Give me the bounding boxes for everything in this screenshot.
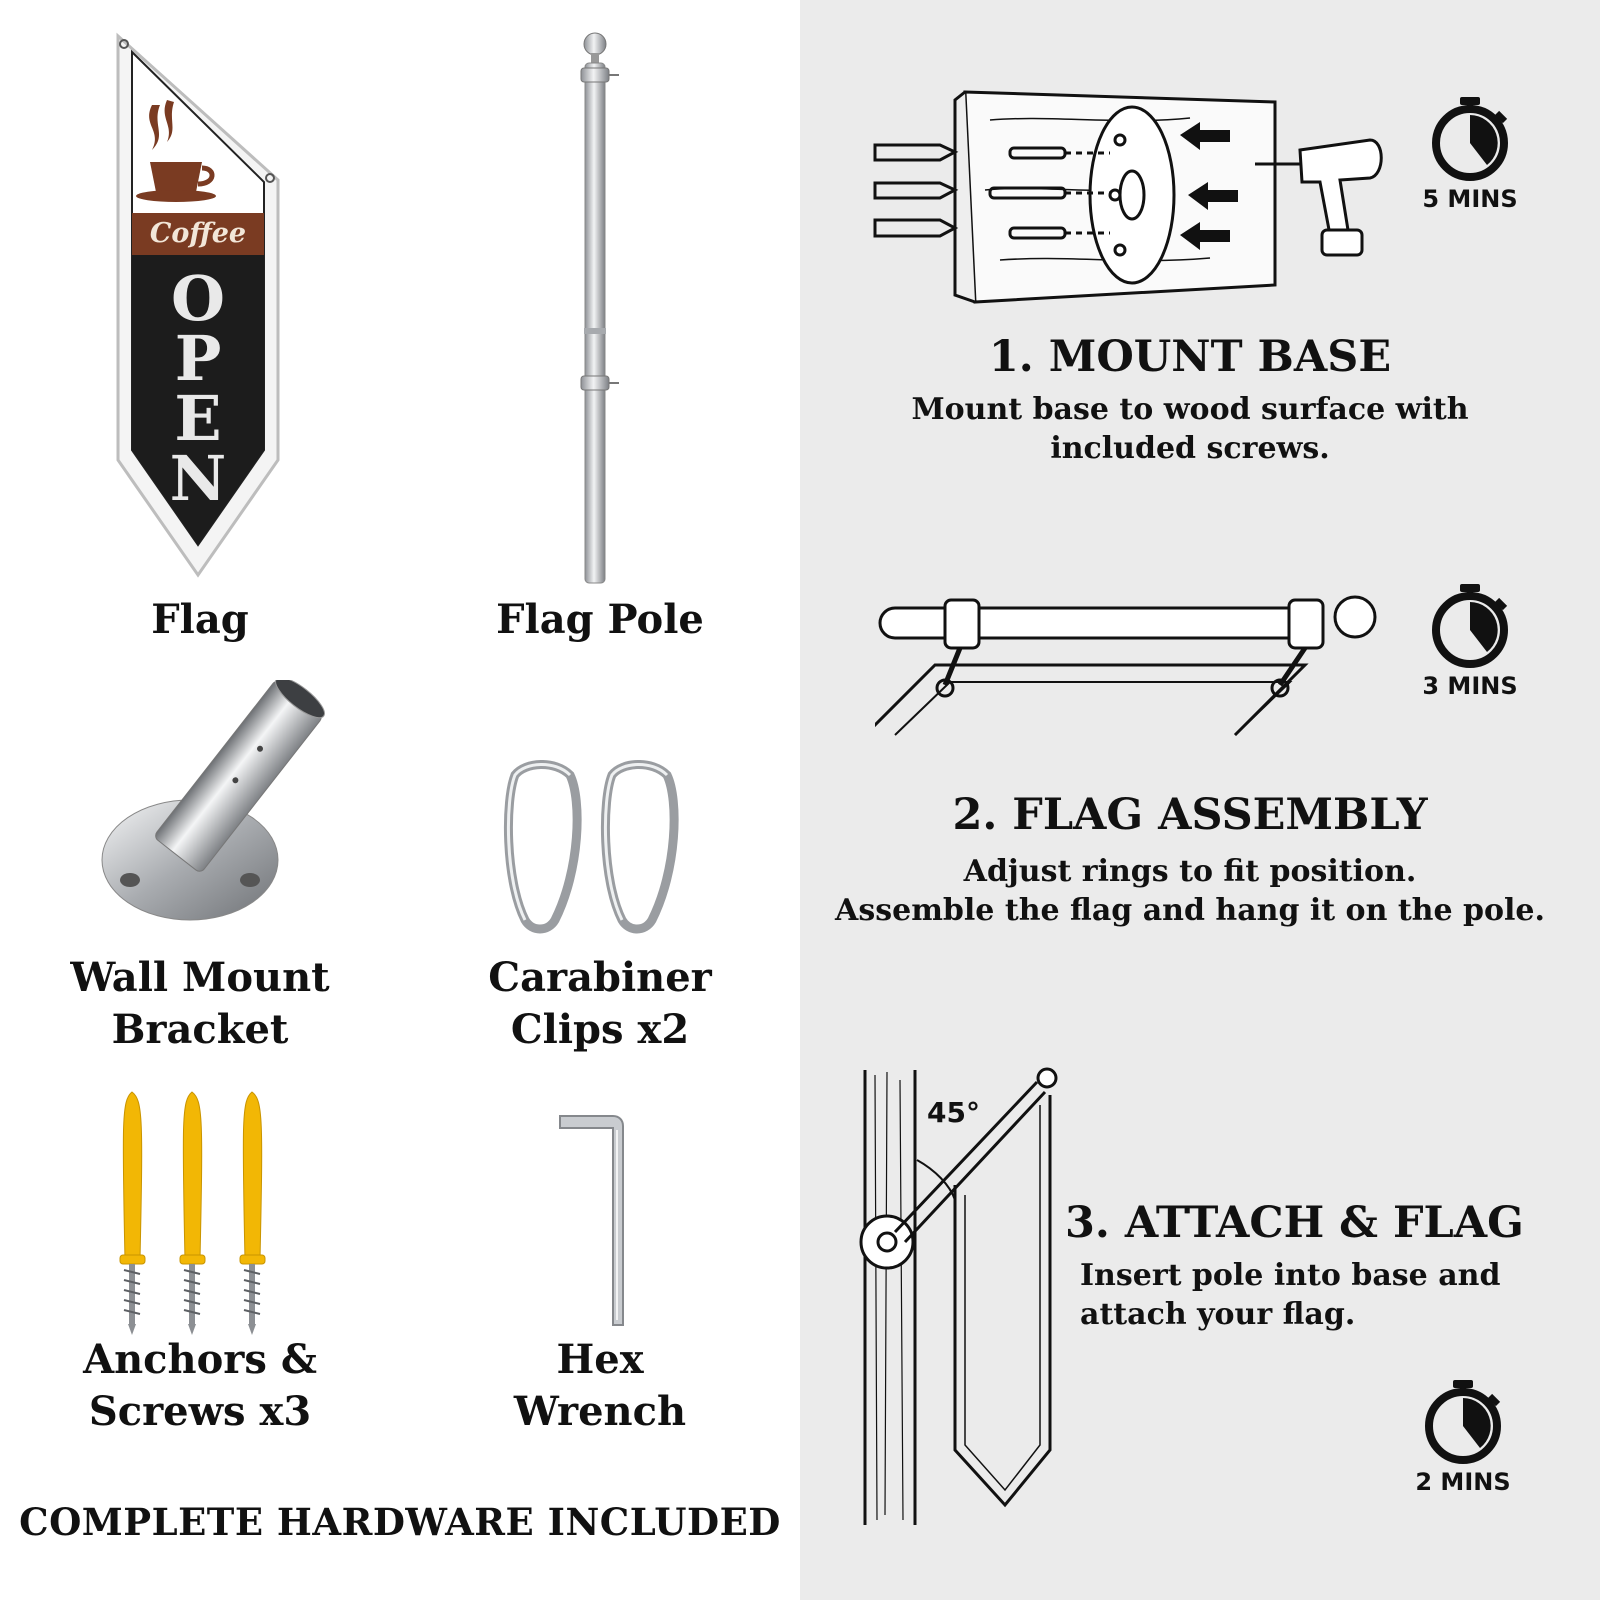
anchors-screws-image [110, 1090, 290, 1335]
step-3-title: 3. ATTACH & FLAG [1065, 1198, 1524, 1248]
step-3-time: 2 MINS [1415, 1468, 1511, 1496]
stopwatch-icon [1432, 584, 1508, 668]
step-3-illustration: 45° [855, 1060, 1085, 1530]
wall-anchor-icon [119, 1091, 266, 1335]
step-2-illustration [875, 590, 1405, 740]
flag-image: Coffee O P E N [112, 30, 284, 585]
flag-letter: E [174, 382, 221, 455]
flag-pole-image [565, 28, 625, 588]
carabiner-icon [503, 760, 679, 934]
step-2-description: Adjust rings to fit position. Assemble t… [835, 854, 1545, 928]
hardware-footer: COMPLETE HARDWARE INCLUDED [19, 1500, 781, 1544]
flag-pole-label: Flag Pole [496, 596, 704, 643]
step-1-timer: 5 MINS [1415, 95, 1525, 213]
hex-wrench-icon [559, 1115, 624, 1326]
step-3-description: Insert pole into base and attach your fl… [1080, 1258, 1501, 1332]
flag-brand-text: Coffee [150, 218, 246, 249]
step-2-title: 2. FLAG ASSEMBLY [952, 790, 1428, 840]
carabiner-clips-image [500, 760, 700, 935]
flag-letter: N [170, 442, 227, 515]
angle-label: 45° [927, 1096, 980, 1129]
flag-letter: O [171, 262, 225, 335]
drill-icon [1255, 138, 1383, 257]
step-1-title: 1. MOUNT BASE [988, 332, 1392, 382]
anchor-icon [873, 143, 959, 238]
step-1-description: Mount base to wood surface with included… [911, 392, 1469, 466]
hex-wrench-image [555, 1110, 635, 1330]
step-1-illustration [870, 80, 1390, 310]
hex-wrench-label: Hex Wrench [513, 1336, 687, 1435]
arrow-left-icon [1180, 122, 1238, 250]
flag-letter: P [175, 322, 222, 395]
step-2-time: 3 MINS [1422, 672, 1518, 700]
stopwatch-icon [1432, 97, 1508, 181]
carabiner-clips-label: Carabiner Clips x2 [488, 954, 712, 1053]
hardware-panel: Coffee O P E N Flag Flag Pole [19, 28, 781, 1544]
stopwatch-icon [1425, 1380, 1501, 1464]
coffee-cup-icon [136, 100, 216, 202]
wall-mount-bracket-image [100, 680, 360, 940]
step-2-timer: 3 MINS [1415, 582, 1525, 700]
step-3-timer: 2 MINS [1408, 1378, 1518, 1496]
step-1-time: 5 MINS [1422, 185, 1518, 213]
wall-mount-bracket-label: Wall Mount Bracket [70, 954, 330, 1053]
anchors-screws-label: Anchors & Screws x3 [83, 1336, 317, 1435]
instructions-panel: 5 MINS 1. MOUNT BASE Mount base to wood … [800, 0, 1600, 1600]
flag-label: Flag [151, 596, 249, 643]
